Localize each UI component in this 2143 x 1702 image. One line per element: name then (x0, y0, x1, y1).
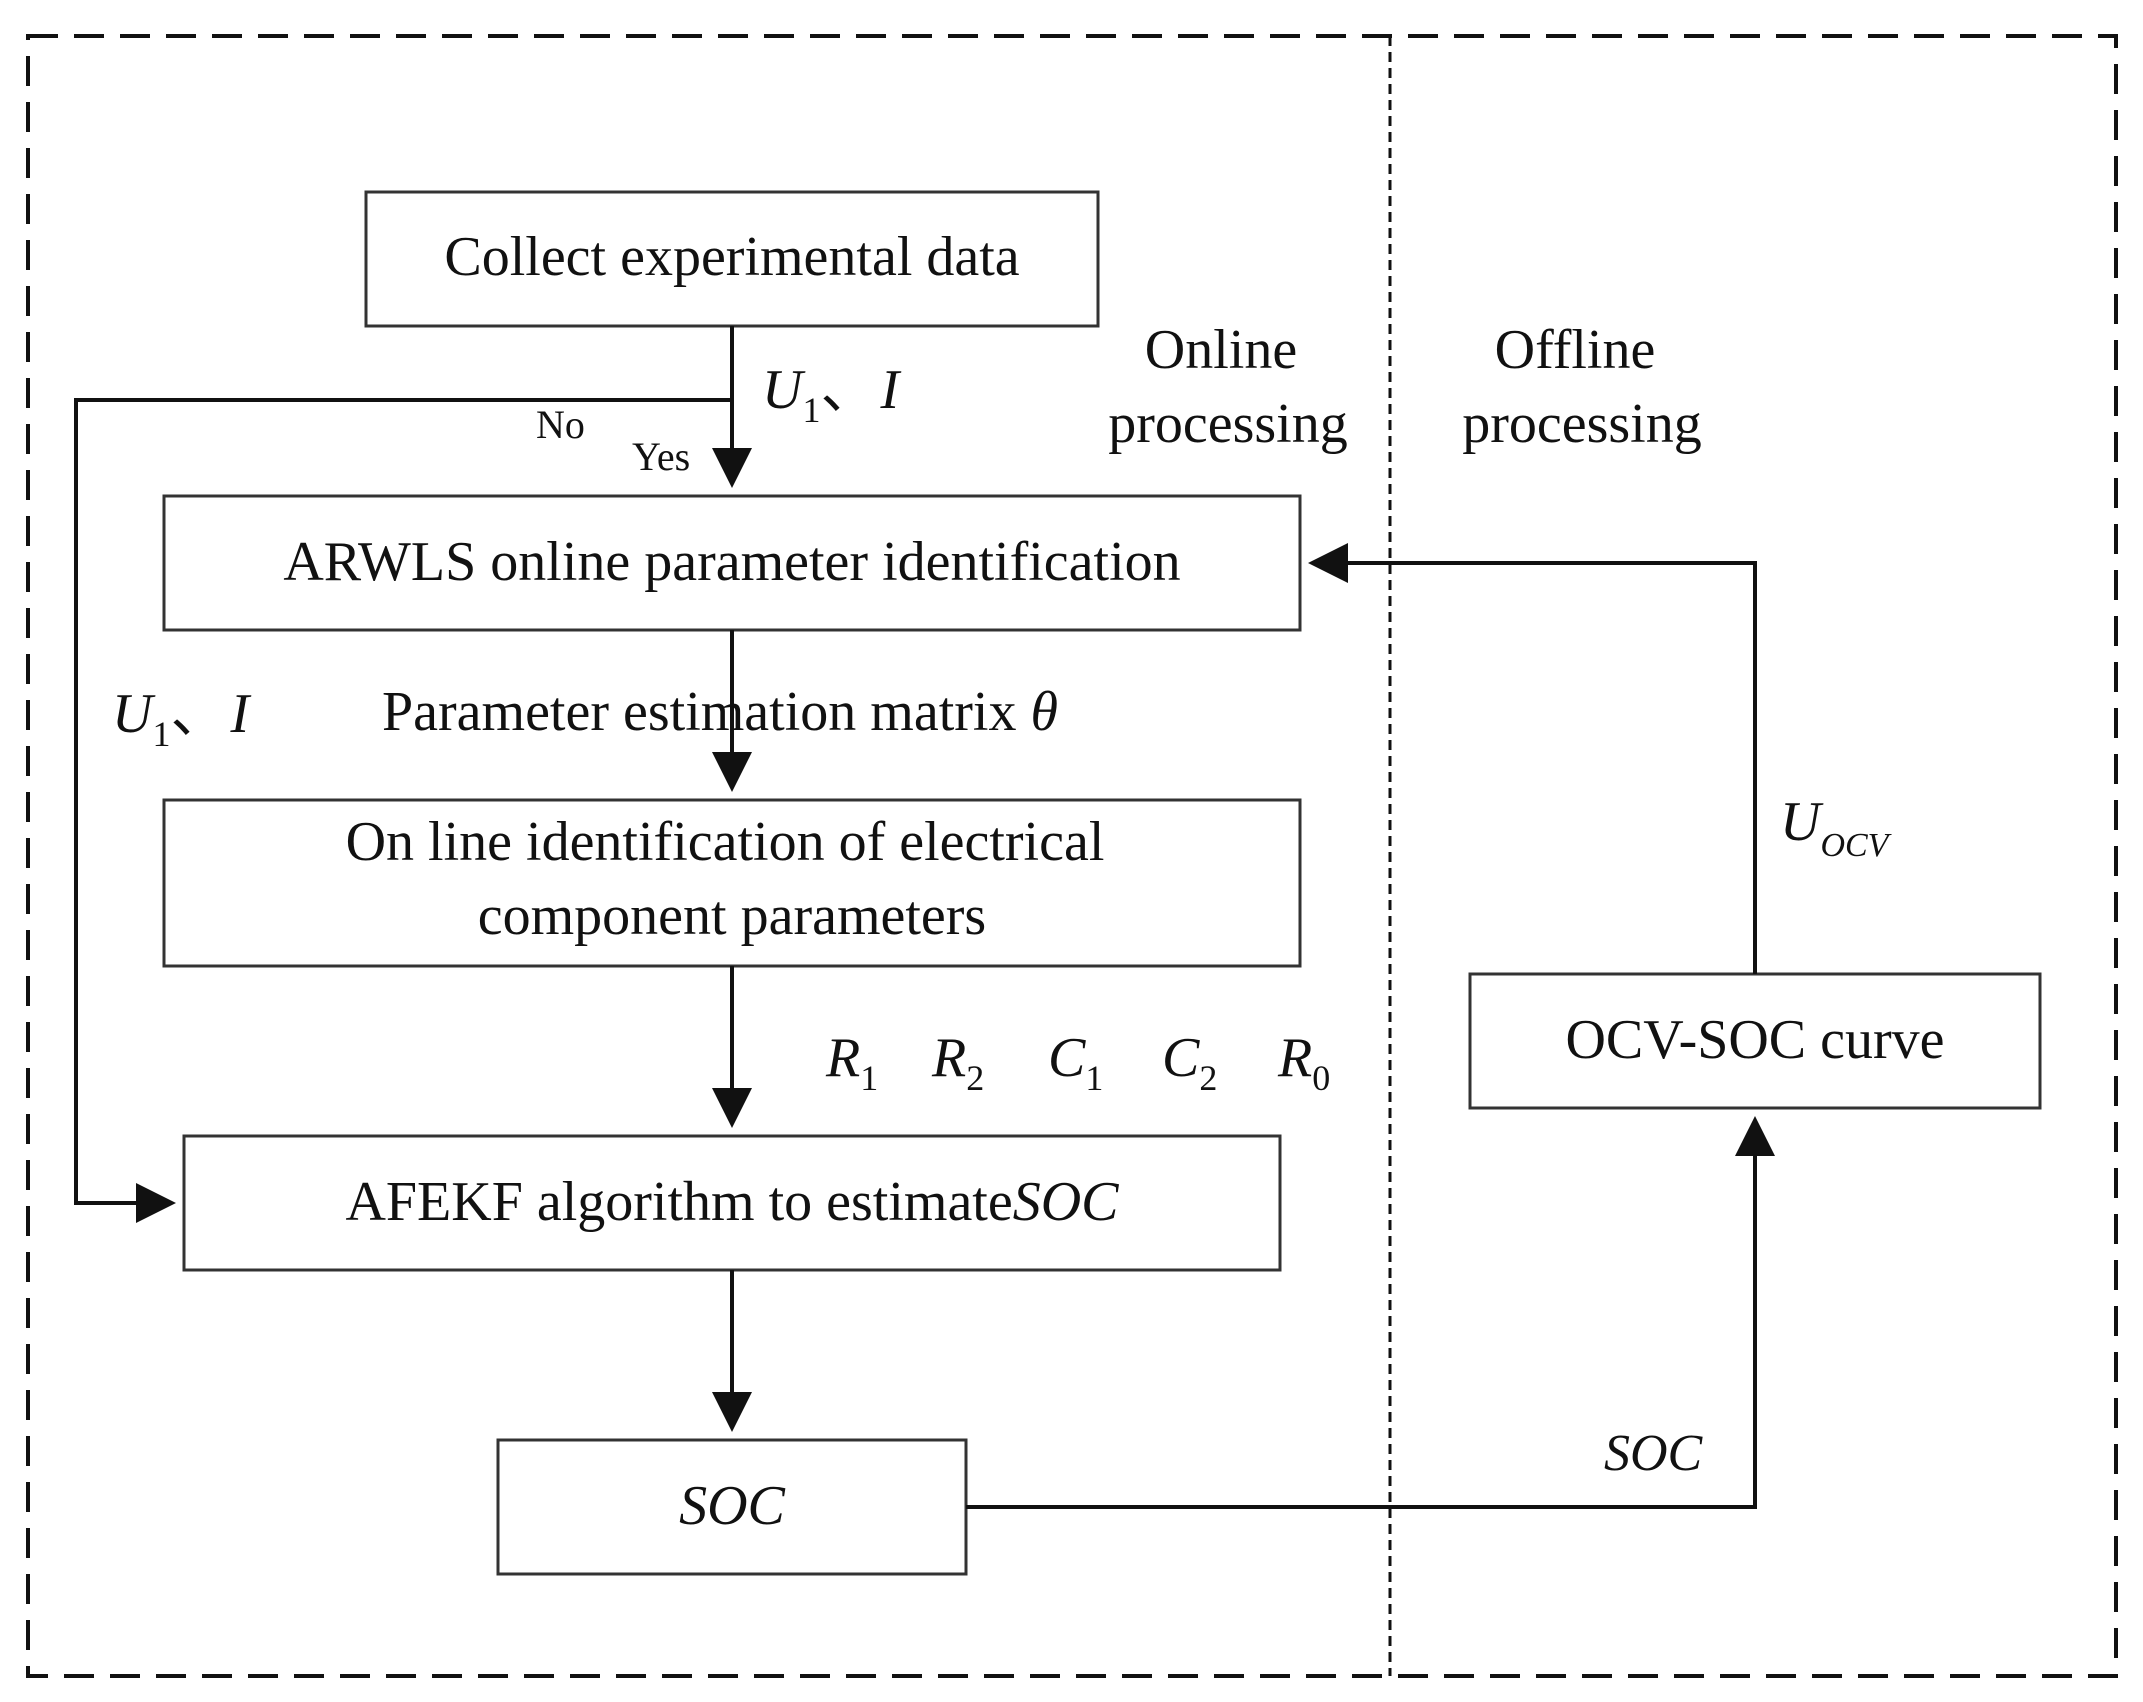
arrow-ocv-curve-to-arwls (1308, 543, 1757, 974)
online-identification-text: On line identification of electrical com… (346, 811, 1119, 947)
yes-label: Yes (632, 434, 690, 479)
param-matrix-label: Parameter estimation matrix θ (382, 681, 1058, 743)
afekf-text: AFEKF algorithm to estimateSOC (345, 1171, 1119, 1233)
param-c1: C1 (1048, 1027, 1103, 1098)
afekf-box (182, 1134, 1282, 1272)
param-r0: R0 (1277, 1027, 1330, 1098)
outer-dashed-frame (26, 34, 2118, 1678)
soc-box (496, 1438, 968, 1576)
component-params-labels: R1 R2 C1 C2 R0 (825, 1027, 1330, 1098)
offline-processing-label: Offline processing (1462, 319, 1702, 455)
no-label: No (536, 402, 585, 447)
param-c2: C2 (1162, 1027, 1217, 1098)
u1-i-label-left: U1、I (112, 683, 251, 754)
param-r2: R2 (931, 1027, 984, 1098)
collect-data-text: Collect experimental data (444, 226, 1019, 288)
online-identification-box (162, 798, 1302, 968)
uocv-label: UOCV (1780, 791, 1893, 864)
soc-edge-label: SOC (1604, 1425, 1704, 1482)
arrow-soc-to-ocv-curve (966, 1116, 1775, 1509)
ocv-soc-curve-text: OCV-SOC curve (1565, 1009, 1944, 1071)
arrow-no-branch-to-afekf (74, 398, 732, 1223)
param-r1: R1 (825, 1027, 878, 1098)
soc-box-text: SOC (679, 1475, 785, 1537)
arwls-text: ARWLS online parameter identification (283, 531, 1180, 593)
online-processing-label: Online processing (1108, 319, 1348, 455)
ocv-soc-curve-box (1468, 972, 2042, 1110)
collect-data-box (364, 190, 1100, 328)
u1-i-label-top: U1、I (762, 359, 901, 430)
